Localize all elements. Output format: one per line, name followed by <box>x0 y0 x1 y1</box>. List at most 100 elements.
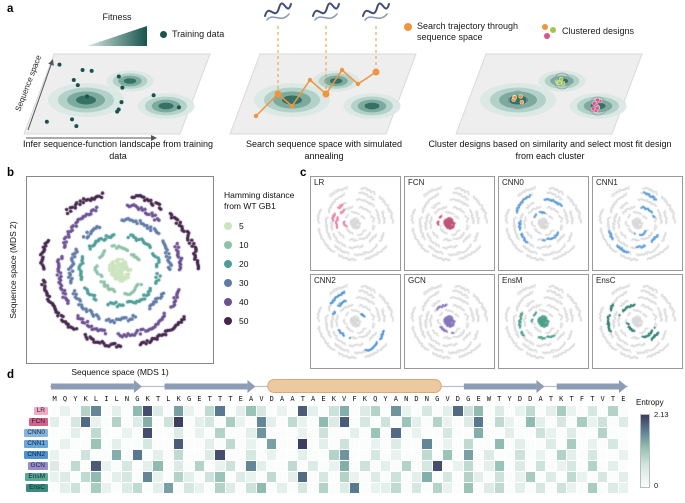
heatmap-cell <box>339 461 349 471</box>
heatmap-cell <box>432 472 442 482</box>
heatmap-cell <box>608 428 618 438</box>
heatmap-cell <box>597 483 608 493</box>
heatmap-cell <box>143 406 153 416</box>
heatmap-cell <box>215 439 225 449</box>
model-label: CNN2 <box>314 276 336 285</box>
heatmap-cell <box>453 450 463 460</box>
heatmap-cell <box>163 450 174 460</box>
heatmap-cell <box>194 461 205 471</box>
legend-value: 50 <box>239 316 249 327</box>
heatmap-cell <box>566 472 577 482</box>
heatmap-cell <box>370 406 380 416</box>
heatmap-cell <box>246 406 256 416</box>
heatmap-cell <box>122 417 132 427</box>
heatmap-cell <box>587 428 597 438</box>
heatmap-cell <box>112 472 122 482</box>
residue: K <box>176 395 181 403</box>
heatmap-cell <box>577 483 587 493</box>
residue: L <box>114 395 119 403</box>
residue: A <box>280 395 285 403</box>
residue: T <box>590 395 595 403</box>
heatmap-cell <box>81 461 91 471</box>
model-label: CNN0 <box>502 178 524 187</box>
heatmap-cell <box>236 483 246 493</box>
heatmap-cell <box>194 428 205 438</box>
beta-strand-arrowhead-icon <box>247 380 256 393</box>
protein-structure-icon <box>314 13 338 21</box>
heatmap-cell <box>577 428 587 438</box>
heatmap-cell <box>494 450 504 460</box>
heatmap-row-label-cell: GCN <box>2 461 50 471</box>
heatmap-cell <box>401 417 411 427</box>
heatmap-cell <box>525 428 535 438</box>
fitness-contour <box>123 78 137 84</box>
heatmap-cell <box>143 417 153 427</box>
heatmap-cell <box>163 417 174 427</box>
heatmap-cell <box>101 417 112 427</box>
heatmap-cell <box>91 461 101 471</box>
secondary-structure-diagram <box>50 379 628 393</box>
heatmap-row: EnsM <box>2 472 628 482</box>
residue: F <box>579 395 585 403</box>
heatmap-cell <box>236 417 246 427</box>
heatmap-cell <box>91 450 101 460</box>
residue: Y <box>383 395 388 403</box>
heatmap-cell <box>463 428 473 438</box>
heatmap-cell <box>277 439 287 449</box>
cluster-outline <box>588 96 608 116</box>
fitness-contour <box>158 102 174 110</box>
heatmap-cell <box>360 472 370 482</box>
residue: D <box>414 395 419 403</box>
heatmap-cell <box>442 483 453 493</box>
heatmap-cell <box>463 450 473 460</box>
heatmap-cell <box>556 406 566 416</box>
model-panel-CNN1: CNN1 <box>592 176 683 271</box>
heatmap-cell <box>494 417 504 427</box>
heatmap-cell <box>318 417 329 427</box>
heatmap-cell <box>608 450 618 460</box>
heatmap-cell <box>463 483 473 493</box>
heatmap-cell <box>60 483 70 493</box>
heatmap-cell <box>473 428 484 438</box>
heatmap-cell <box>60 417 70 427</box>
heatmap-cell <box>546 461 556 471</box>
search-trajectory-label: Search trajectory through sequence space <box>417 21 519 43</box>
heatmap-cell <box>50 417 60 427</box>
training-data-dot <box>89 68 94 73</box>
heatmap-cell <box>163 461 174 471</box>
heatmap-cell <box>174 461 184 471</box>
residue: Q <box>62 395 68 403</box>
heatmap-cell <box>60 439 70 449</box>
heatmap-cell <box>597 406 608 416</box>
residue: T <box>155 395 161 403</box>
heatmap-cell <box>453 483 463 493</box>
heatmap-cell <box>246 472 256 482</box>
residue: A <box>311 395 316 403</box>
heatmap-cell <box>577 406 587 416</box>
heatmap-cell <box>267 472 277 482</box>
heatmap-cell <box>401 483 411 493</box>
heatmap-cell <box>329 483 339 493</box>
heatmap-cell <box>484 439 494 449</box>
heatmap-cell <box>143 483 153 493</box>
residue: V <box>445 395 450 403</box>
heatmap-cell <box>453 439 463 449</box>
model-panel-EnsC: EnsC <box>592 274 683 369</box>
mds-scatter-canvas <box>27 177 213 363</box>
colorbar-title: Entropy <box>636 398 664 407</box>
heatmap-cell <box>122 461 132 471</box>
heatmap-cell <box>360 417 370 427</box>
heatmap-cell <box>391 483 401 493</box>
heatmap-row-cells <box>50 461 628 471</box>
heatmap-cell <box>298 472 308 482</box>
heatmap-row: FCN <box>2 417 628 427</box>
heatmap-cell <box>618 439 628 449</box>
heatmap-cell <box>504 461 515 471</box>
heatmap-cell <box>360 483 370 493</box>
model-label: CNN1 <box>596 178 618 187</box>
legend-value: 5 <box>239 221 244 232</box>
heatmap-cell <box>132 483 143 493</box>
training-data-dot <box>119 100 124 105</box>
heatmap-cell <box>339 439 349 449</box>
heatmap-cell <box>556 483 566 493</box>
